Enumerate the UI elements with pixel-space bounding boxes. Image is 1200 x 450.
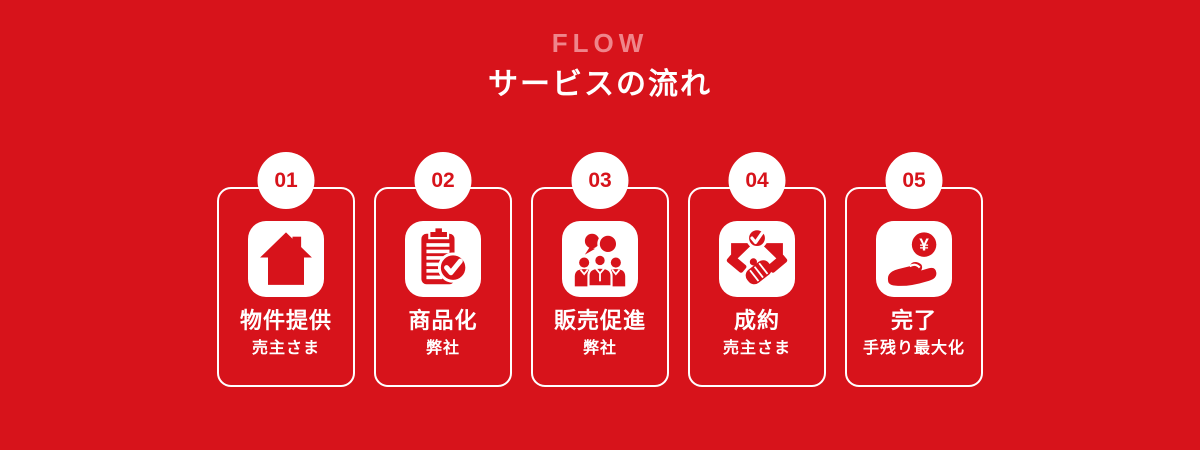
section-eyebrow: FLOW xyxy=(551,28,649,58)
step-sublabel: 売主さま xyxy=(251,340,320,357)
section-title: サービスの流れ xyxy=(488,68,712,101)
step-sublabel: 弊社 xyxy=(582,340,617,357)
step-card-property: 01 物件提供 売主さま xyxy=(217,152,355,387)
steps-row: 01 物件提供 売主さま 02 xyxy=(0,152,1200,387)
step-card-complete: 05 ¥ 完了 手残り最大化 xyxy=(845,152,983,387)
step-label: 販売促進 xyxy=(553,308,646,333)
step-sublabel: 売主さま xyxy=(722,340,791,357)
step-icon-box xyxy=(248,221,324,297)
step-number-badge: 01 xyxy=(257,152,315,209)
step-number-badge: 02 xyxy=(414,152,472,209)
step-number-badge: 05 xyxy=(885,152,943,209)
step-label: 成約 xyxy=(733,308,780,333)
step-icon-box xyxy=(562,221,638,297)
yen-symbol: ¥ xyxy=(919,234,929,254)
people-group-icon xyxy=(574,233,626,288)
step-label: 完了 xyxy=(890,308,937,333)
step-number-badge: 04 xyxy=(728,152,786,209)
step-icon-box xyxy=(719,221,795,297)
step-sublabel: 手残り最大化 xyxy=(862,340,965,357)
step-sublabel: 弊社 xyxy=(425,340,460,357)
step-icon-box: ¥ xyxy=(876,221,952,297)
step-card-promotion: 03 xyxy=(531,152,669,387)
step-number-badge: 03 xyxy=(571,152,629,209)
handshake-envelope-icon xyxy=(726,227,788,285)
clipboard-check-icon xyxy=(421,226,469,285)
hand-coin-icon: ¥ xyxy=(887,232,937,286)
step-icon-box xyxy=(405,221,481,297)
step-card-contract: 04 xyxy=(688,152,826,387)
house-icon xyxy=(260,232,312,285)
step-label: 物件提供 xyxy=(239,308,332,333)
step-card-commercialize: 02 商品化 弊社 xyxy=(374,152,512,387)
step-label: 商品化 xyxy=(408,308,478,333)
